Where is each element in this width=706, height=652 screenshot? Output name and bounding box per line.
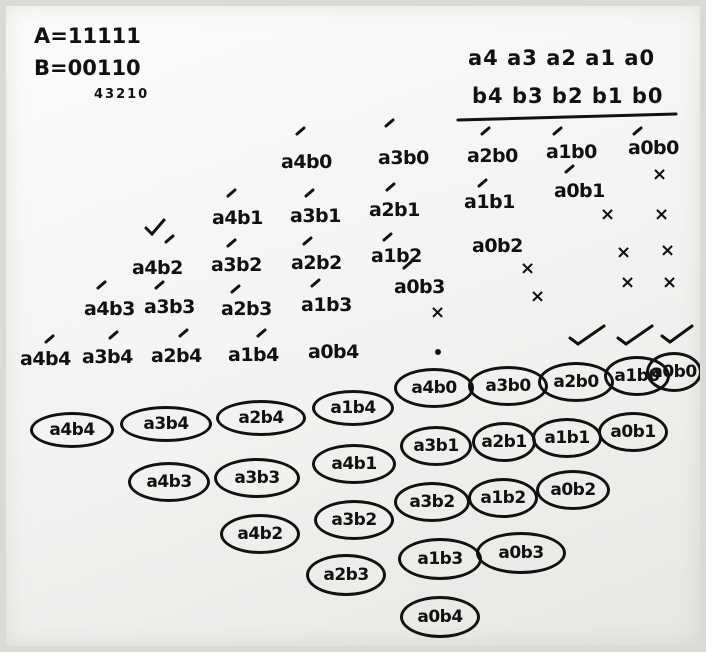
- grid-term: a4b4: [20, 348, 71, 370]
- bit-index-line: 43210: [94, 87, 150, 102]
- cross-mark: ×: [652, 164, 668, 185]
- grid-term: a0b0: [628, 137, 679, 159]
- cross-mark: ×: [530, 286, 546, 307]
- grid-term: a1b3: [301, 294, 352, 316]
- circled-term: a4b1: [312, 444, 396, 484]
- circled-term: a2b4: [216, 400, 306, 436]
- grid-term: a4b3: [84, 298, 135, 320]
- circled-term: a3b1: [400, 426, 472, 466]
- circled-term: a4b2: [220, 514, 300, 554]
- a-value-line: A=11111: [34, 24, 141, 48]
- cross-mark: ×: [616, 242, 632, 263]
- header-a-bits: a4 a3 a2 a1 a0: [468, 46, 656, 70]
- cross-mark: ×: [520, 258, 536, 279]
- circled-term: a3b3: [214, 458, 300, 498]
- circled-term: a1b4: [312, 390, 394, 426]
- grid-term: a3b1: [290, 205, 341, 227]
- circled-term: a3b2: [394, 482, 470, 522]
- grid-term: a1b2: [371, 245, 422, 267]
- grid-term: a2b4: [151, 345, 202, 367]
- circled-term: a4b3: [128, 462, 210, 502]
- cross-mark: ×: [660, 240, 676, 261]
- ink-strokes: [44, 112, 694, 355]
- grid-term: a4b1: [212, 207, 263, 229]
- circled-term: a2b3: [306, 554, 386, 596]
- circled-term: a3b4: [120, 406, 212, 442]
- grid-term: a0b3: [394, 276, 445, 298]
- grid-term: a2b1: [369, 199, 420, 221]
- grid-term: a0b1: [554, 180, 605, 202]
- circled-term: a4b4: [30, 412, 114, 448]
- circled-term: a0b0: [646, 352, 700, 392]
- grid-term: a4b2: [132, 257, 183, 279]
- grid-term: a0b2: [472, 235, 523, 257]
- circled-term: a0b1: [598, 412, 668, 452]
- grid-term: a3b3: [144, 296, 195, 318]
- circled-term: a1b2: [468, 478, 538, 518]
- grid-term: a3b4: [82, 346, 133, 368]
- cross-mark: ×: [662, 272, 678, 293]
- circled-term: a4b0: [394, 368, 474, 408]
- grid-term: a4b0: [281, 151, 332, 173]
- circled-term: a1b3: [398, 538, 482, 580]
- circled-term: a0b3: [476, 532, 566, 574]
- circled-term: a3b0: [468, 366, 548, 406]
- grid-term: a1b0: [546, 141, 597, 163]
- grid-term: a3b0: [378, 147, 429, 169]
- cross-mark: ×: [430, 302, 446, 323]
- cross-mark: ×: [654, 204, 670, 225]
- grid-term: a2b2: [291, 252, 342, 274]
- grid-term: a2b0: [467, 145, 518, 167]
- b-value-line: B=00110: [34, 56, 141, 80]
- grid-term: a1b4: [228, 344, 279, 366]
- cross-mark: ×: [600, 204, 616, 225]
- circled-term: a3b2: [314, 500, 394, 540]
- cross-mark: ×: [620, 272, 636, 293]
- header-b-bits: b4 b3 b2 b1 b0: [472, 84, 664, 108]
- circled-term: a0b2: [536, 470, 610, 510]
- whiteboard: A=11111 B=00110 43210 a4 a3 a2 a1 a0 b4 …: [6, 6, 700, 646]
- circled-term: a0b4: [400, 596, 480, 638]
- grid-term: a1b1: [464, 191, 515, 213]
- circled-term: a1b1: [532, 418, 602, 458]
- circled-term: a2b0: [538, 362, 614, 402]
- grid-term: a3b2: [211, 254, 262, 276]
- grid-term: a0b4: [308, 341, 359, 363]
- grid-term: a2b3: [221, 298, 272, 320]
- circled-term: a2b1: [472, 422, 536, 462]
